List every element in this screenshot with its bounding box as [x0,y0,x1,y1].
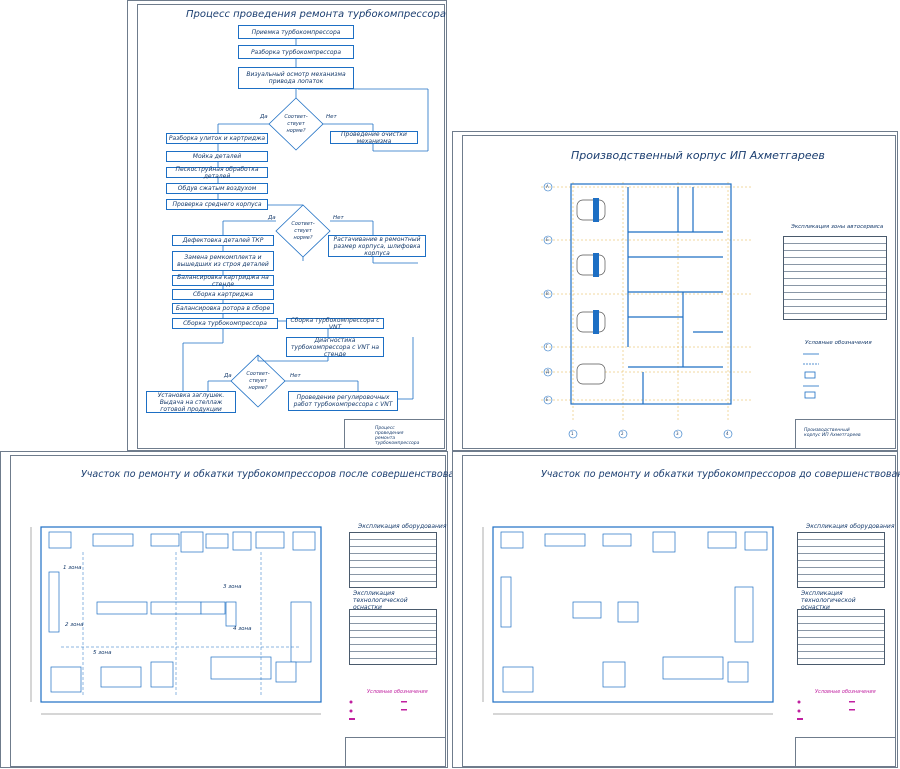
zone-2-label: 2 зона [65,622,84,628]
building-legend-title: Условные обозначения [805,340,872,346]
flow-decision-1: Соответ-ствует норме? [284,113,308,134]
flowchart-title: Процесс проведения ремонта турбокомпресс… [186,9,447,20]
flow-decision-3: Соответ-ствует норме? [246,370,270,391]
flow-step-disassembly: Разборка турбокомпрессора [238,45,354,59]
before-title: Участок по ремонту и обкатки турбокомпре… [541,469,900,480]
flow-step-vnt-diagnostics: Диагностика турбокомпрессора с VNT на ст… [286,337,384,358]
flow-step-cartridge-balancing: Балансировка картриджа на стенде [172,274,274,288]
flow-step-defect-detection: Дефектовка деталей ТКР [172,235,274,246]
sheet-frame [462,455,896,767]
before-legend-title: Условные обозначения [815,689,876,695]
axis-label-v: В [546,291,549,296]
after-legend-symbols [349,700,407,720]
flow-step-turbo-assembly: Сборка турбокомпрессора [172,318,278,329]
sheet-flowchart: Процесс проведения ремонта турбокомпресс… [127,0,447,451]
before-tech-table [797,609,885,665]
zone-3-label: 3 зона [223,584,242,590]
building-spec-title: Экспликация зоны автосервиса [791,224,884,230]
axis-label-1: 1 [571,431,574,436]
flow-decision-2: Соответ-ствует норме? [291,220,315,241]
title-block [795,737,896,767]
sheet-building: Производственный корпус ИП Ахметгареев [452,131,898,451]
sheet-frame [137,4,445,449]
building-title: Производственный корпус ИП Ахметгареев [571,149,825,162]
axis-label-g: Г [546,344,549,349]
axis-label-e: Е [546,397,549,402]
flow-step-sandblasting: Пескоструйная обработка деталей [166,166,268,180]
before-equipment-table [797,532,885,588]
flow-step-replace-parts: Замена ремкомплекта и вышедших из строя … [172,251,274,271]
flow-step-center-housing-check: Проверка среднего корпуса [166,199,268,210]
before-plan [482,526,774,715]
flow-step-visual-inspection: Визуальный осмотр механизма привода лопа… [238,67,354,89]
flow-step-rotor-balancing: Балансировка ротора в сборе [172,303,274,314]
title-block: Производственный корпус ИП Ахметгареев [795,419,896,449]
decision-3-yes: Да [224,373,232,379]
sheet-frame [462,135,896,449]
decision-2-no: Нет [333,215,344,221]
axis-label-2: 2 [621,431,624,436]
flow-step-air-blow: Обдув сжатым воздухом [166,183,268,194]
after-plan [30,526,322,715]
building-spec-table [783,236,887,320]
axis-label-d: Д [546,369,550,374]
decision-1-yes: Да [260,114,268,120]
decision-2-yes: Да [268,215,276,221]
title-block-name: Производственный корпус ИП Ахметгареев [804,428,861,438]
after-equipment-title: Экспликация оборудования [358,523,447,530]
after-tech-table [349,609,437,665]
building-legend-symbols [803,353,819,399]
zone-4-label: 4 зона [233,626,252,632]
flow-step-vnt-adjustment: Проведение регулировочных работ турбоком… [288,391,398,411]
flow-step-disassemble-volutes: Разборка улиток и картриджа [166,133,268,144]
axis-label-4: 4 [726,431,729,436]
title-block [345,737,446,767]
after-tech-title: Экспликация технологической оснастки [353,590,408,611]
decision-3-no: Нет [290,373,301,379]
sheet-before: Участок по ремонту и обкатки турбокомпре… [452,451,900,768]
after-title: Участок по ремонту и обкатки турбокомпре… [81,469,473,480]
zone-1-label: 1 зона [63,565,82,571]
before-legend-symbols [797,700,855,720]
decision-1-no: Нет [326,114,337,120]
flow-step-mechanism-cleaning: Проведение очистки механизма [330,131,418,145]
after-equipment-table [349,532,437,588]
zone-5-label: 5 зона [93,650,112,656]
title-block-name: Процесс проведения ремонта турбокомпресс… [375,426,420,446]
axis-label-a: А [546,184,549,189]
flow-step-cartridge-assembly: Сборка картриджа [172,289,274,300]
flow-step-plugs-output: Установка заглушек. Выдача на стеллаж го… [146,391,236,413]
flow-step-boring: Растачивание в ремонтный размер корпуса,… [328,235,426,257]
flow-step-washing: Мойка деталей [166,151,268,162]
after-legend-title: Условные обозначения [367,689,428,695]
building-plan [541,182,753,439]
before-tech-title: Экспликация технологической оснастки [801,590,856,611]
sheet-frame [10,455,446,767]
before-equipment-title: Экспликация оборудования [806,523,895,530]
flow-step-intake: Приемка турбокомпрессора [238,25,354,39]
sheet-after: Участок по ремонту и обкатки турбокомпре… [0,451,472,768]
axis-label-3: 3 [676,431,679,436]
title-block: Процесс проведения ремонта турбокомпресс… [344,419,445,449]
axis-label-b: Б [546,237,549,242]
flowchart-connectors [182,39,429,408]
flow-step-vnt-assembly: Сборка турбокомпрессора с VNT [286,317,384,331]
